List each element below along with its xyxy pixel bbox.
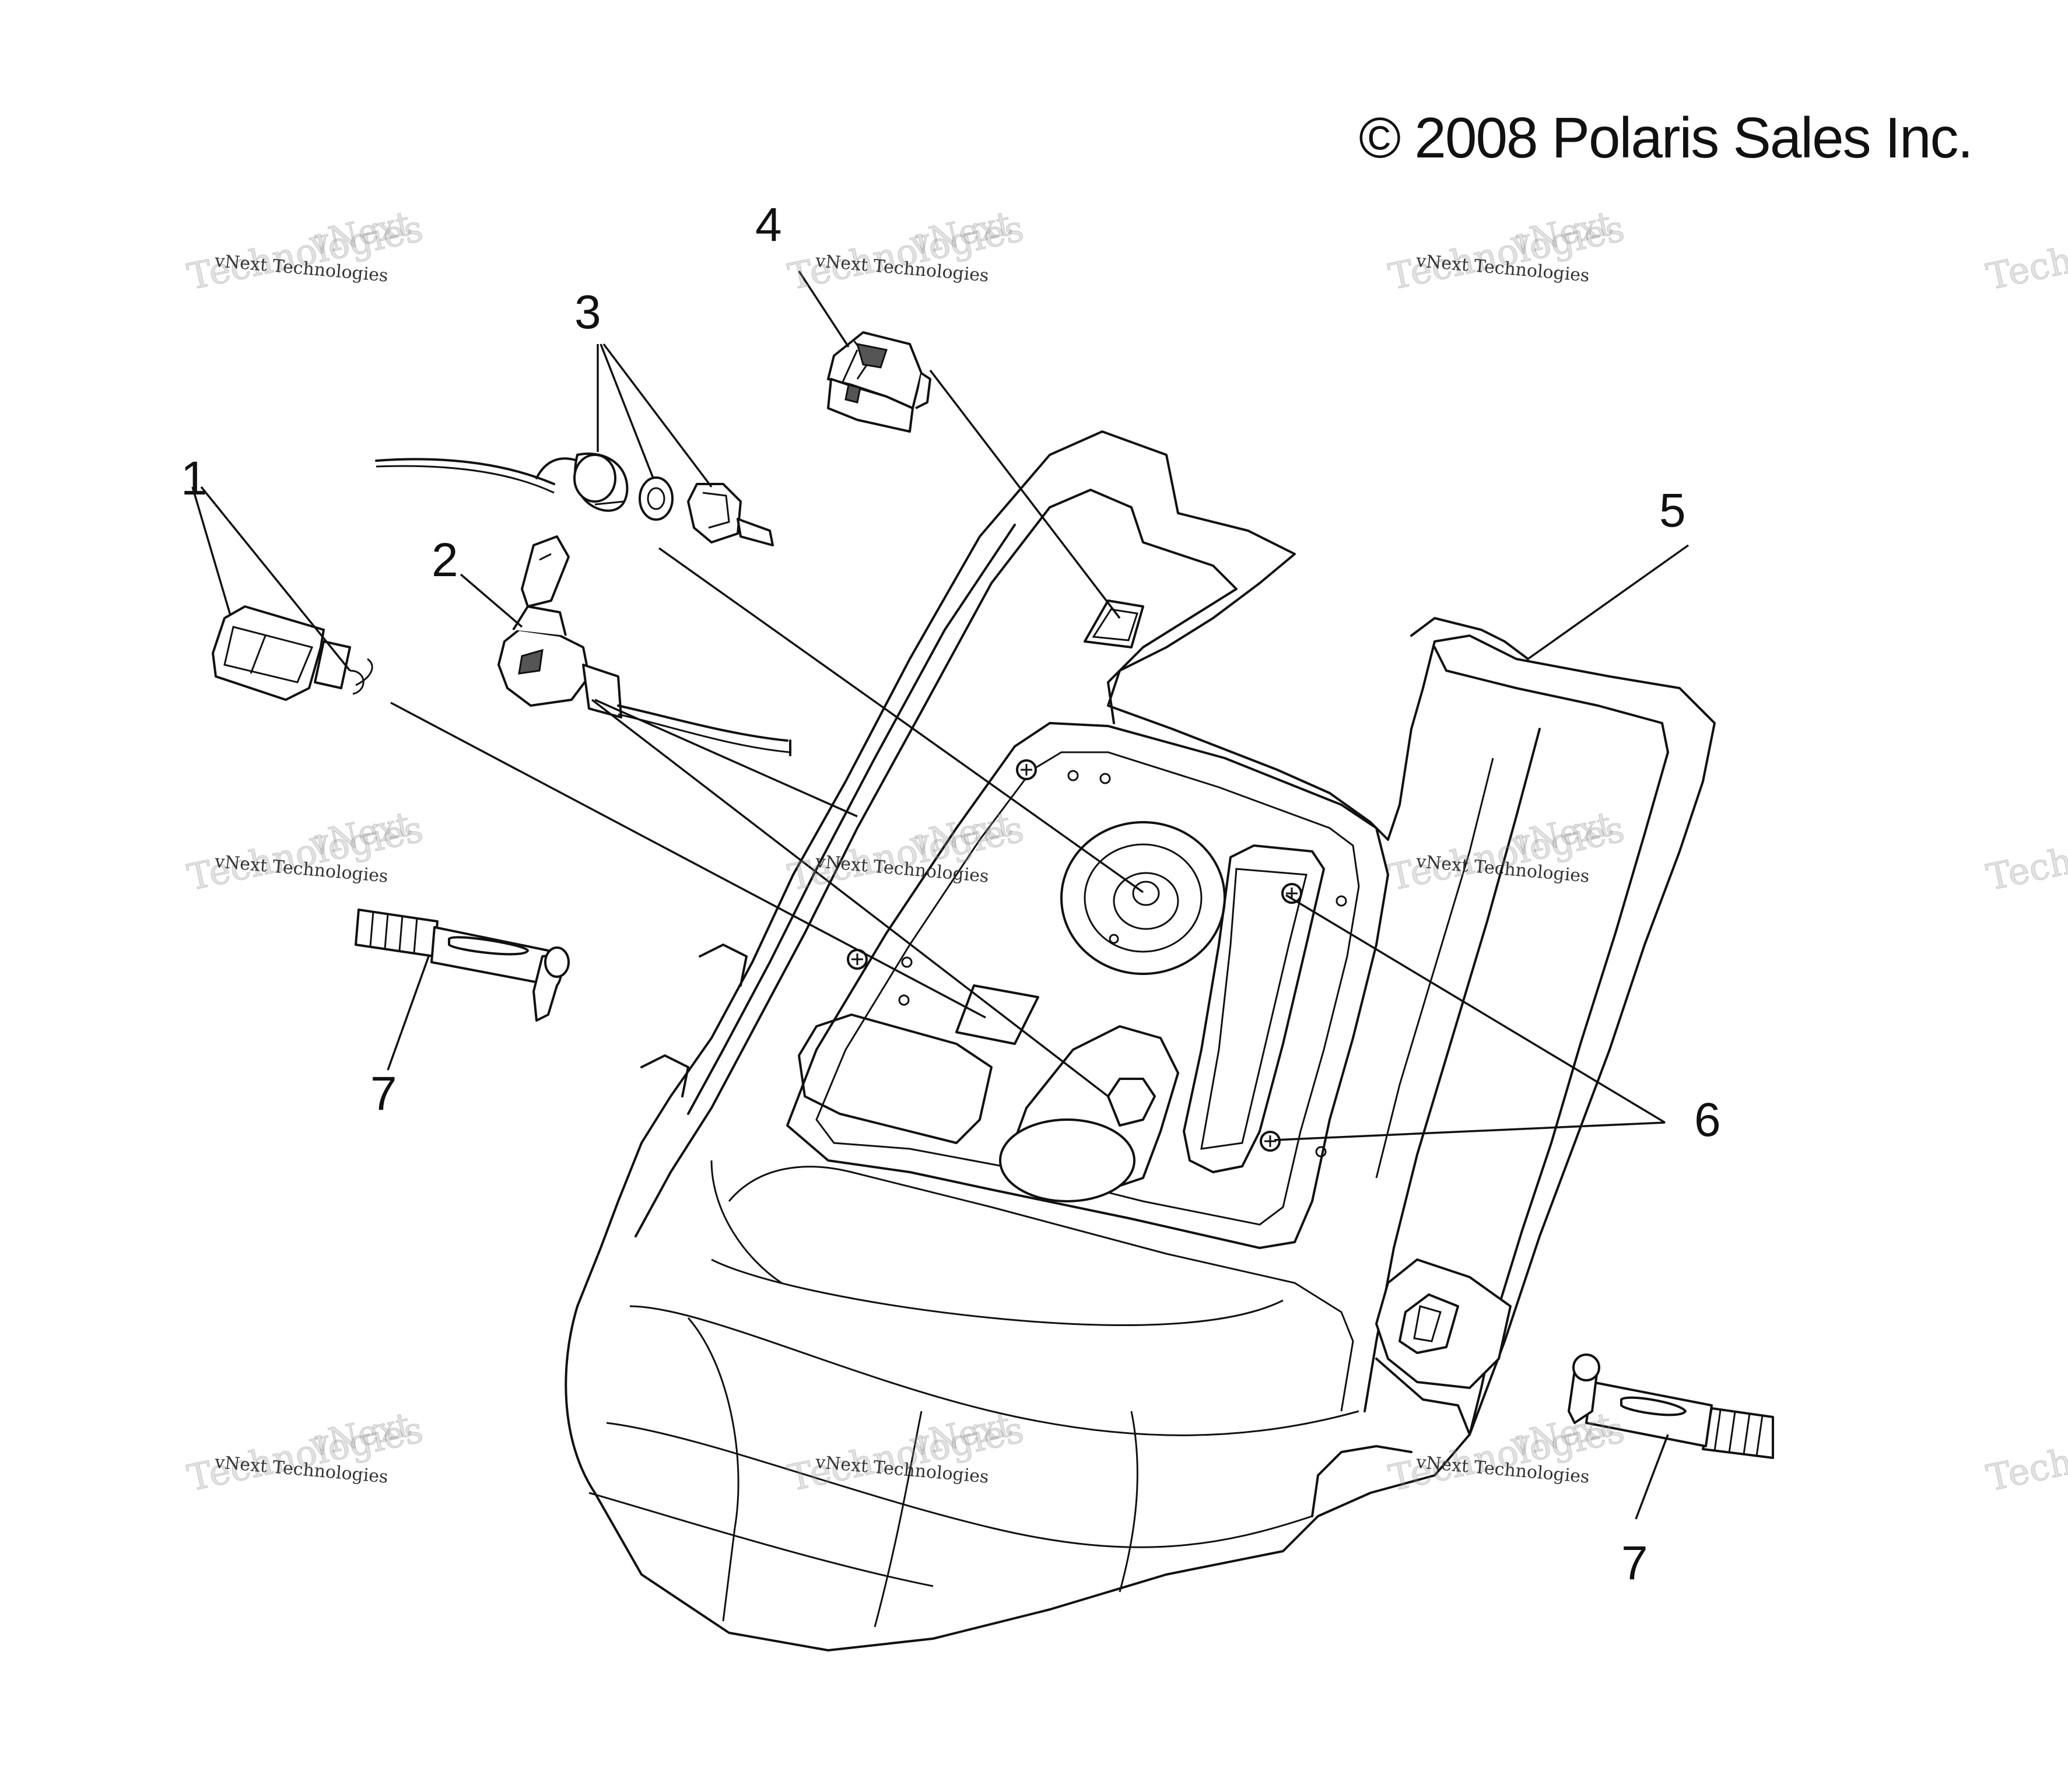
callout-4: 4 — [755, 198, 782, 251]
leader-lines — [191, 271, 1690, 1520]
callout-6: 6 — [1694, 1093, 1721, 1146]
toggle-switch-part-2 — [497, 535, 791, 756]
callout-1: 1 — [181, 452, 208, 505]
storage-panel-outline — [565, 430, 1716, 1651]
screw-fasteners — [847, 759, 1302, 1152]
light-assembly-part-3 — [375, 453, 774, 546]
switch-part-1 — [212, 605, 373, 701]
callout-7-left: 7 — [370, 1067, 397, 1120]
strap-part-7-left — [355, 909, 570, 1022]
callout-3: 3 — [574, 286, 601, 339]
callout-2: 2 — [432, 534, 458, 587]
rocker-switch-part-4 — [827, 331, 931, 433]
copyright-notice: © 2008 Polaris Sales Inc. — [1359, 106, 1974, 170]
strap-part-7-right — [1568, 1353, 1774, 1459]
callout-5: 5 — [1659, 484, 1686, 537]
callout-7-right: 7 — [1621, 1537, 1648, 1590]
